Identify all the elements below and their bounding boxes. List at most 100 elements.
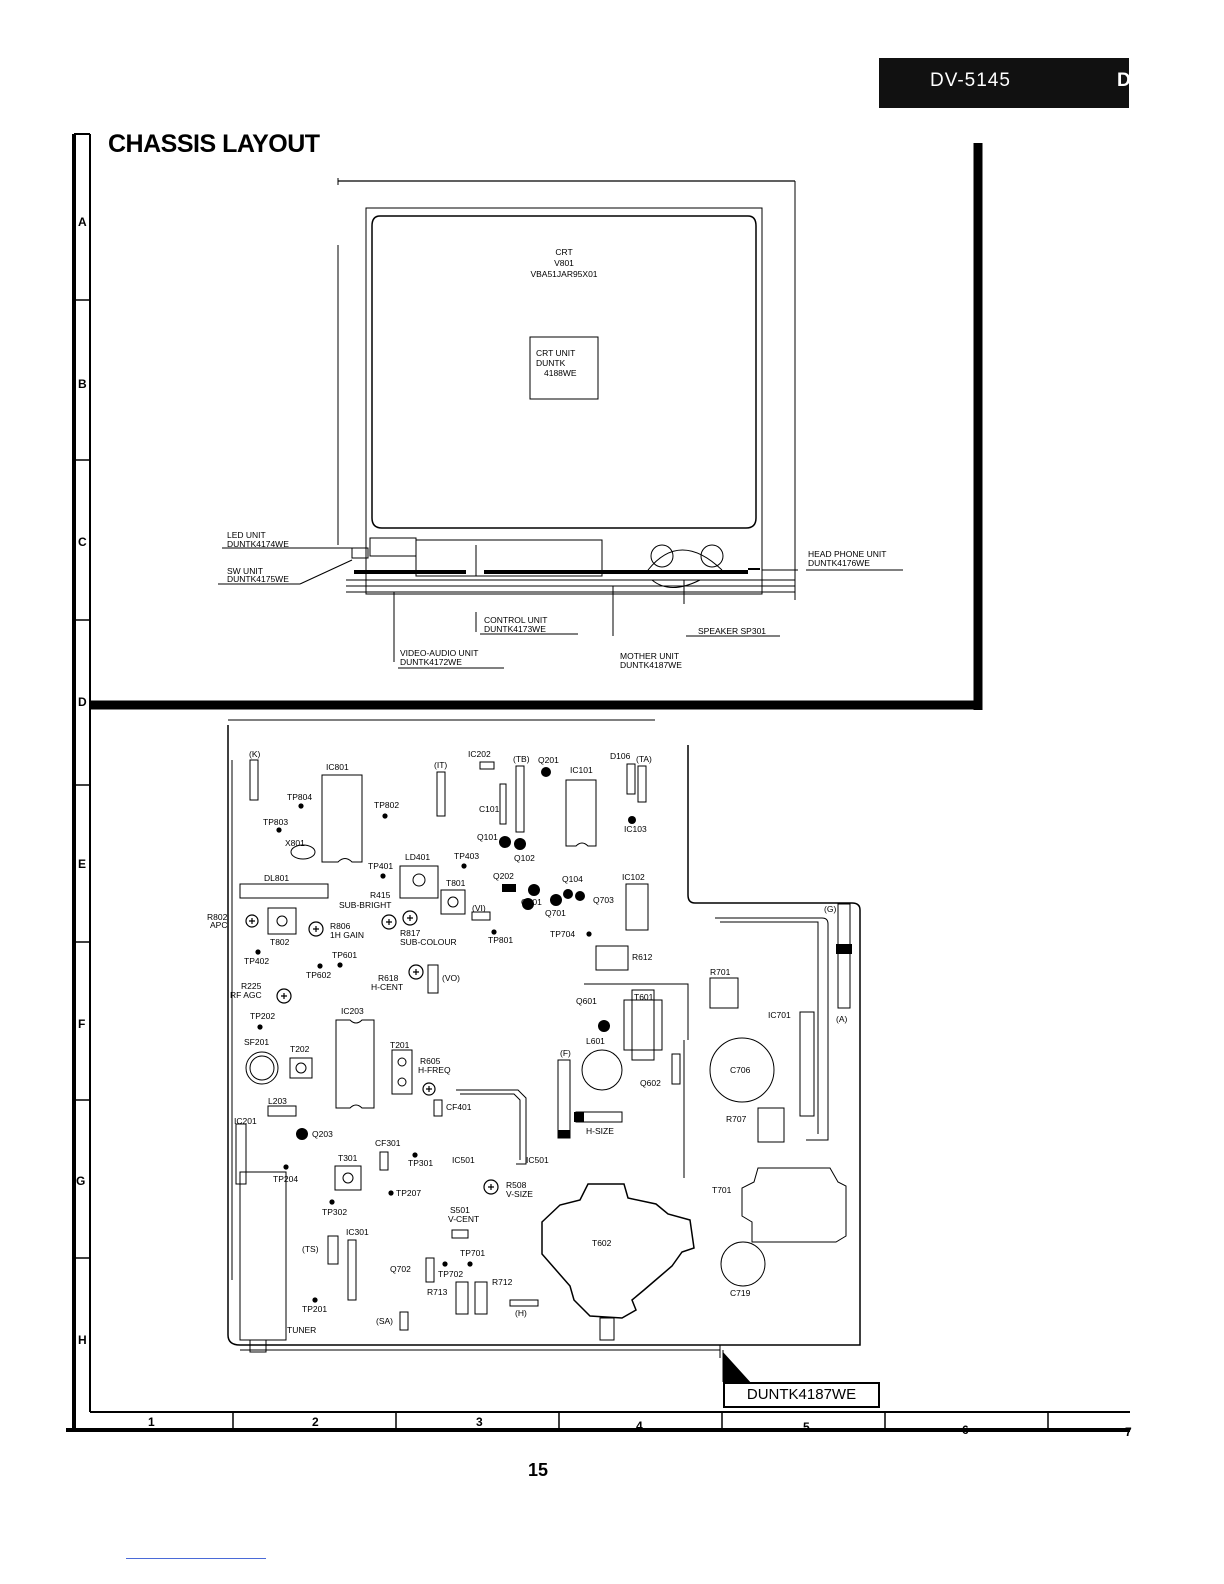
- grid-col-label: 2: [312, 1415, 319, 1429]
- pcb-label: TP301: [408, 1158, 433, 1168]
- crt-label: VBA51JAR95X01: [530, 269, 597, 279]
- pcb-label: TP402: [244, 956, 269, 966]
- pcb-label: (TS): [302, 1244, 319, 1254]
- ic102-outline: [625, 883, 649, 931]
- pcb-label: R618: [378, 973, 399, 983]
- pcb-label: R707: [726, 1114, 747, 1124]
- mother-unit-label: DUNTK4187WE: [620, 660, 682, 670]
- led-unit-label: LED UNIT: [227, 530, 266, 540]
- pcb-label: 1H GAIN: [330, 930, 364, 940]
- mother-unit-label: MOTHER UNIT: [620, 651, 679, 661]
- pcb-label: TP803: [263, 817, 288, 827]
- pcb-label: IC301: [346, 1227, 369, 1237]
- pcb-label: H-FREQ: [418, 1065, 451, 1075]
- pcb-label: D106: [610, 751, 631, 761]
- pcb-label: TP201: [302, 1304, 327, 1314]
- pcb-label: Q201: [538, 755, 559, 765]
- pcb-label: IC501: [526, 1155, 549, 1165]
- grid-row-label: E: [78, 857, 86, 871]
- pcb-label: Q101: [477, 832, 498, 842]
- pcb-label: R508: [506, 1180, 527, 1190]
- pcb-label: IC202: [468, 749, 491, 759]
- pcb-label: TP601: [332, 950, 357, 960]
- pcb-label: (K): [249, 749, 261, 759]
- pcb-label: TP801: [488, 935, 513, 945]
- grid-row-label: D: [78, 695, 87, 709]
- grid-row-label: F: [78, 1017, 85, 1031]
- pcb-label: Q602: [640, 1078, 661, 1088]
- pcb-label: R225: [241, 981, 262, 991]
- grid-col-label: 3: [476, 1415, 483, 1429]
- grid-col-label: 1: [148, 1415, 155, 1429]
- pcb-label: TUNER: [287, 1325, 316, 1335]
- pcb-label: R612: [632, 952, 653, 962]
- pcb-label: (H): [515, 1308, 527, 1318]
- pcb-label: L203: [268, 1096, 287, 1106]
- video-audio-unit-label: DUNTK4172WE: [400, 657, 462, 667]
- pcb-label: (TA): [636, 754, 652, 764]
- pcb-label: LD401: [405, 852, 430, 862]
- pcb-label: TP701: [460, 1248, 485, 1258]
- pcb-label: CF301: [375, 1138, 401, 1148]
- pcb-label: R806: [330, 921, 351, 931]
- grid-row-label: G: [76, 1174, 85, 1188]
- pcb-label: S501: [450, 1205, 470, 1215]
- crt-tube-outline: [371, 215, 757, 529]
- pcb-label: (VI): [472, 903, 486, 913]
- ic801-outline: [321, 774, 363, 863]
- page-number: 15: [528, 1460, 549, 1480]
- sw-unit-label: DUNTK4175WE: [227, 574, 289, 584]
- pcb-label: R713: [427, 1287, 448, 1297]
- pcb-label: TP403: [454, 851, 479, 861]
- pcb-label: T801: [446, 878, 466, 888]
- pcb-label: (TB): [513, 754, 530, 764]
- pcb-label: APC: [210, 920, 227, 930]
- pcb-label: T301: [338, 1153, 358, 1163]
- video-audio-unit-label: VIDEO-AUDIO UNIT: [400, 648, 478, 658]
- crt-label: CRT: [555, 247, 572, 257]
- pcb-label: IC201: [234, 1116, 257, 1126]
- pcb-label: TP207: [396, 1188, 421, 1198]
- pcb-label: Q703: [593, 895, 614, 905]
- pcb-label: T701: [712, 1185, 732, 1195]
- pcb-label: C706: [730, 1065, 751, 1075]
- control-unit-label: CONTROL UNIT: [484, 615, 547, 625]
- crt-unit-label: DUNTK: [536, 358, 566, 368]
- page-title: CHASSIS LAYOUT: [108, 130, 320, 158]
- pcb-label: T601: [634, 992, 654, 1002]
- pcb-outline: [227, 725, 861, 1346]
- model-number: DV-5145: [930, 70, 1011, 91]
- pcb-label: TP802: [374, 800, 399, 810]
- pcb-label: IC103: [624, 824, 647, 834]
- pcb-label: R605: [420, 1056, 441, 1066]
- headphone-unit-label: DUNTK4176WE: [808, 558, 870, 568]
- pcb-label: R701: [710, 967, 731, 977]
- pcb-label: (SA): [376, 1316, 393, 1326]
- pcb-label: RF AGC: [230, 990, 262, 1000]
- crt-label: V801: [554, 258, 574, 268]
- pcb-label: DL801: [264, 873, 289, 883]
- sw-unit-label: SW UNIT: [227, 566, 263, 576]
- pcb-label: CF401: [446, 1102, 472, 1112]
- pcb-label: Q102: [514, 853, 535, 863]
- pcb-label: C719: [730, 1288, 751, 1298]
- pcb-label: X801: [285, 838, 305, 848]
- crt-unit-label: 4188WE: [544, 368, 577, 378]
- pcb-label: T201: [390, 1040, 410, 1050]
- pcb-label: T602: [592, 1238, 612, 1248]
- grid-col-label: 7: [1125, 1425, 1132, 1439]
- pcb-label: Q702: [390, 1264, 411, 1274]
- pcb-label: SUB-BRIGHT: [339, 900, 391, 910]
- pcb-label: TP401: [368, 861, 393, 871]
- dl801-outline: [239, 883, 329, 899]
- grid-row-label: A: [78, 215, 87, 229]
- pcb-label: (A): [836, 1014, 848, 1024]
- grid-row-label: H: [78, 1333, 87, 1347]
- grid-row-label: B: [78, 377, 87, 391]
- pcb-label: IC102: [622, 872, 645, 882]
- speaker-label: SPEAKER SP301: [698, 626, 766, 636]
- pcb-label: (G): [824, 904, 836, 914]
- pcb-label: TP202: [250, 1011, 275, 1021]
- ic203-outline: [335, 1019, 375, 1109]
- pcb-label: SF201: [244, 1037, 269, 1047]
